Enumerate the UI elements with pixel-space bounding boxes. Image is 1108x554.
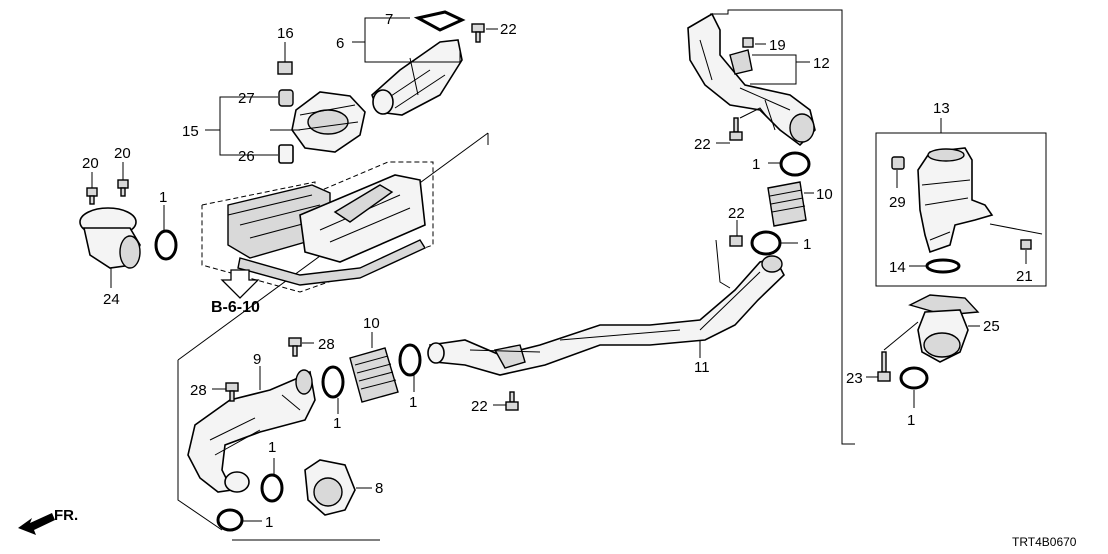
clamp-1-f-icon: [779, 151, 811, 177]
bolt-19-icon: [742, 37, 754, 48]
part-24-duct: [79, 207, 141, 269]
clamp-1-g-icon: [899, 366, 929, 390]
callout-24[interactable]: 24: [103, 291, 120, 308]
callout-1-f[interactable]: 1: [752, 156, 760, 173]
callout-6[interactable]: 6: [336, 35, 344, 52]
clamp-1-e-icon: [750, 230, 782, 256]
part-9-duct: [187, 369, 316, 493]
callout-1-e[interactable]: 1: [803, 236, 811, 253]
clamp-1-a-icon: [321, 365, 345, 399]
bolt-22-lower-icon: [505, 391, 519, 411]
callout-1-a[interactable]: 1: [333, 415, 341, 432]
bolt-20-left-icon: [86, 187, 98, 205]
callout-11[interactable]: 11: [694, 359, 710, 376]
bolt-22-upper-right-icon: [729, 117, 743, 141]
bolt-23-icon: [877, 351, 891, 382]
callout-22-lower[interactable]: 22: [471, 398, 488, 415]
callout-1-d[interactable]: 1: [265, 514, 273, 531]
part-13-housing: [917, 147, 994, 254]
callout-16[interactable]: 16: [277, 25, 294, 42]
part-11-tube: [427, 255, 785, 376]
bolt-20-right-icon: [117, 179, 129, 197]
bolt-22-mid-icon: [729, 235, 743, 247]
callout-20-left[interactable]: 20: [82, 155, 99, 172]
clamp-1-left-icon: [154, 229, 178, 261]
callout-1-g[interactable]: 1: [907, 412, 915, 429]
callout-22-top[interactable]: 22: [500, 21, 517, 38]
callout-1-b[interactable]: 1: [409, 394, 417, 411]
callout-19[interactable]: 19: [769, 37, 786, 54]
bolt-21-icon: [1020, 239, 1032, 250]
callout-25[interactable]: 25: [983, 318, 1000, 335]
part-10-bellows-lower: [349, 347, 399, 403]
part-15-resonator: [291, 91, 366, 153]
callout-29[interactable]: 29: [889, 194, 906, 211]
bolt-28-lower-icon: [225, 382, 239, 402]
callout-7[interactable]: 7: [385, 11, 393, 28]
callout-14[interactable]: 14: [889, 259, 906, 276]
part-6-duct: [371, 39, 463, 116]
callout-28-upper[interactable]: 28: [318, 336, 335, 353]
callout-15[interactable]: 15: [182, 123, 199, 140]
part-12-duct: [687, 12, 816, 147]
callout-22-upper-right[interactable]: 22: [694, 136, 711, 153]
part-29-nut-icon: [891, 156, 905, 170]
bolt-28-upper-icon: [288, 337, 302, 357]
callout-12[interactable]: 12: [813, 55, 830, 72]
callout-28-lower[interactable]: 28: [190, 382, 207, 399]
reference-arrow-icon: [220, 269, 260, 299]
callout-27[interactable]: 27: [238, 90, 255, 107]
part-8-duct: [304, 459, 356, 516]
part-25-duct: [908, 294, 980, 363]
callout-26[interactable]: 26: [238, 148, 255, 165]
callout-23[interactable]: 23: [846, 370, 863, 387]
callout-10-lower[interactable]: 10: [363, 315, 380, 332]
callout-1-left[interactable]: 1: [159, 189, 167, 206]
callout-21[interactable]: 21: [1016, 268, 1033, 285]
reference-label[interactable]: B-6-10: [211, 299, 260, 316]
callout-22-mid[interactable]: 22: [728, 205, 745, 222]
callout-8[interactable]: 8: [375, 480, 383, 497]
part-27-grommet-icon: [278, 89, 294, 107]
clamp-1-b-icon: [398, 343, 422, 377]
engine-area-group: [177, 132, 489, 361]
callout-9[interactable]: 9: [253, 351, 261, 368]
callout-20-right[interactable]: 20: [114, 145, 131, 162]
diagram-code[interactable]: TRT4B0670: [1012, 535, 1077, 549]
clamp-1-d-icon: [216, 508, 244, 532]
part-14-gasket-icon: [925, 258, 961, 274]
front-direction-label[interactable]: FR.: [54, 507, 78, 524]
part-16-nut-icon: [277, 61, 293, 75]
callout-10-upper[interactable]: 10: [816, 186, 833, 203]
bolt-22-top-icon: [471, 23, 485, 43]
part-7-gasket: [413, 10, 466, 32]
clamp-1-c-icon: [260, 473, 284, 503]
part-10-bellows-upper: [767, 181, 807, 227]
front-direction-arrow-icon: [18, 513, 55, 535]
callout-13[interactable]: 13: [933, 100, 950, 117]
part-26-collar-icon: [278, 144, 294, 164]
callout-1-c[interactable]: 1: [268, 439, 276, 456]
part-13-box: [875, 132, 1047, 287]
